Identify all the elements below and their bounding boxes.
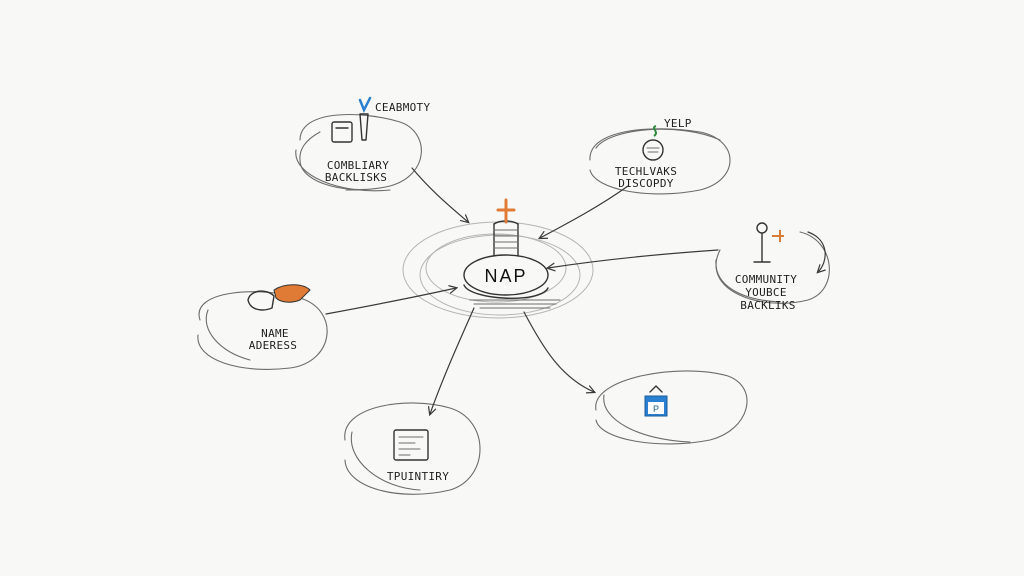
laptop-tag-icon — [331, 121, 353, 143]
node-label: BACKLIKS — [740, 299, 795, 312]
hand-circle-icon — [642, 125, 664, 161]
node-label: DISCOPDY — [618, 177, 673, 190]
node-label: TPUINTIRY — [387, 470, 449, 483]
document-icon — [393, 429, 429, 461]
node-label: COMBLIARY — [327, 159, 389, 172]
pin-icon — [493, 198, 519, 257]
arrow-bottom-right — [523, 311, 594, 392]
calendar-badge: P — [653, 404, 659, 414]
node-bottom: TPUINTIRY — [344, 402, 481, 495]
node-top-left: CEABMOTY COMBLIARY BACKLISKS — [295, 96, 430, 192]
arrow-top-right — [540, 185, 629, 238]
node-label: YOUBCE — [745, 286, 787, 299]
center-label: NAP — [484, 266, 527, 286]
node-bottom-right: P — [595, 370, 748, 445]
node-label: BACKLISKS — [325, 171, 387, 184]
mic-stand-icon — [753, 222, 784, 263]
node-label: ADERESS — [249, 339, 297, 352]
central-hub: NAP — [402, 198, 594, 319]
node-title: CEABMOTY — [375, 101, 430, 114]
node-title: YELP — [664, 117, 692, 130]
node-top-right: YELP TECHLVAKS DISCOPDY — [589, 117, 731, 195]
vase-icon — [358, 96, 372, 141]
hand-icon — [247, 284, 311, 311]
node-label: COMMUNITY — [735, 273, 797, 286]
node-label: NAME — [261, 327, 289, 340]
arrow-right — [548, 249, 719, 268]
arrow-top-left — [411, 167, 468, 222]
arrow-left — [325, 288, 456, 315]
node-label: TECHLVAKS — [615, 165, 677, 178]
node-right: COMMUNITY YOUBCE BACKLIKS — [715, 222, 830, 312]
node-left: NAME ADERESS — [197, 284, 328, 370]
arrow-bottom — [430, 307, 475, 414]
connectors — [325, 167, 719, 414]
calendar-icon: P — [644, 385, 668, 417]
